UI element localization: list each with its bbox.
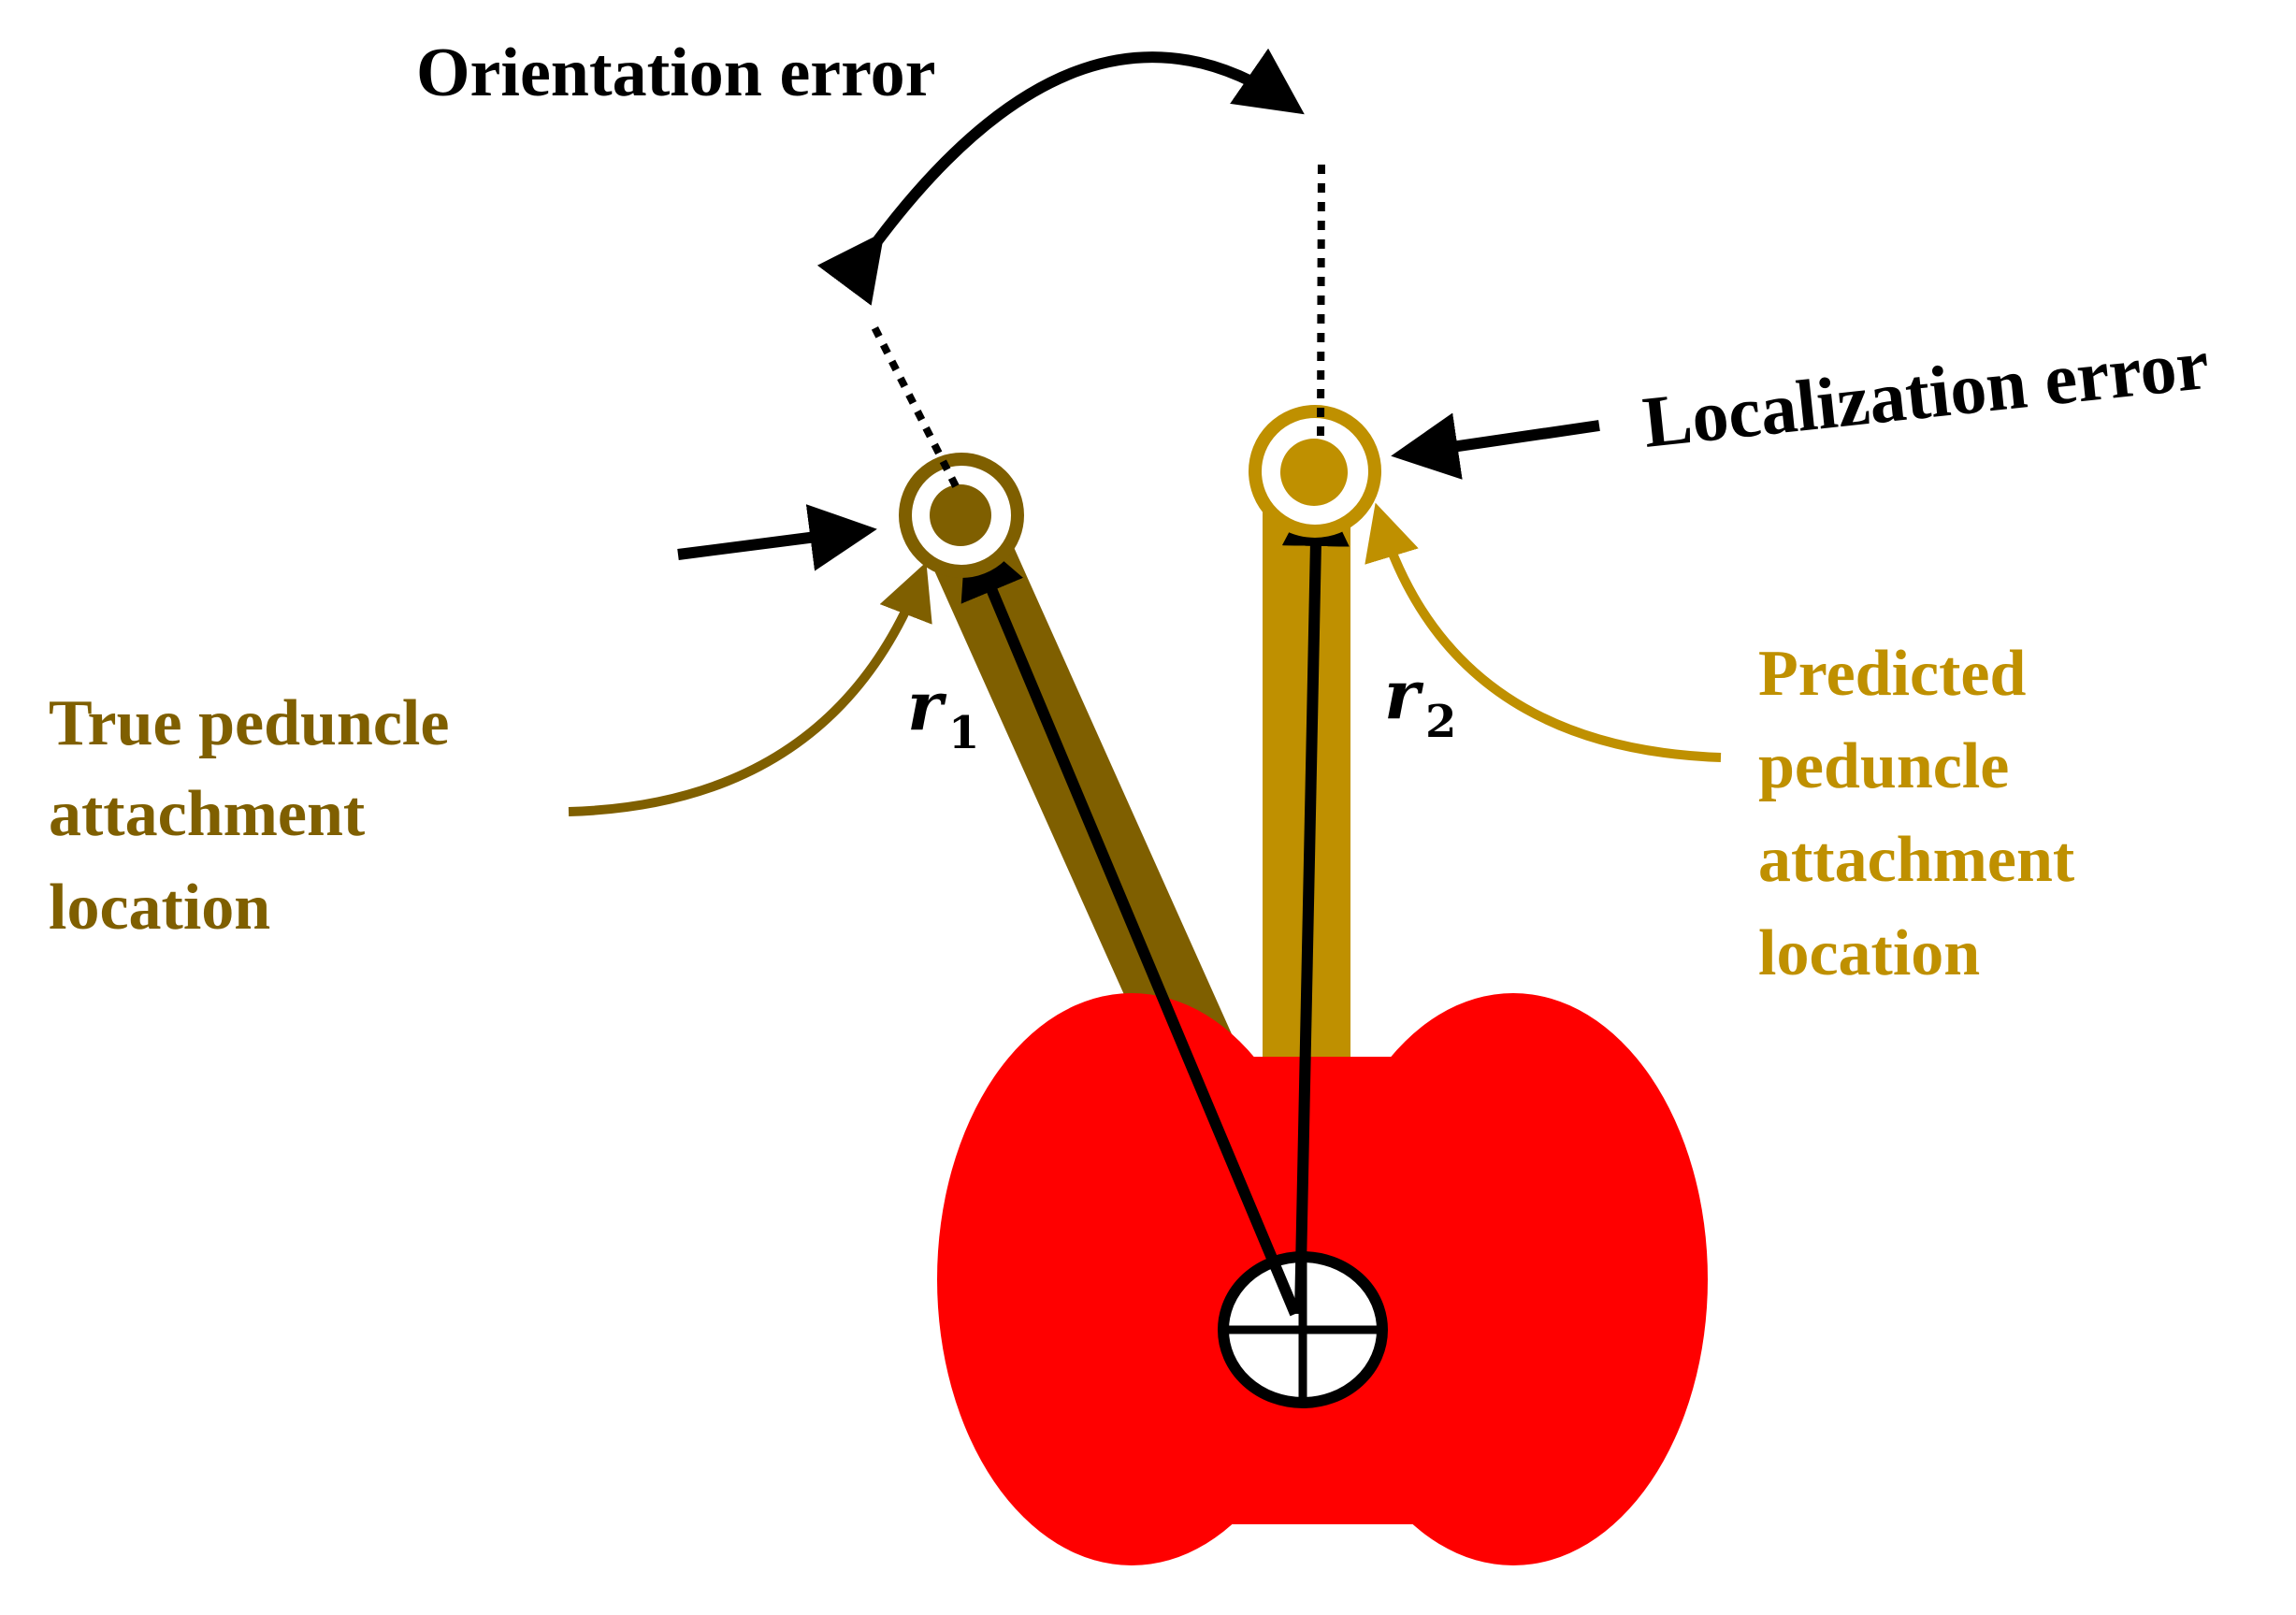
true-location-label-line-1: True peduncle [49, 687, 449, 759]
predicted-attachment-point [1249, 405, 1381, 538]
true-location-label-line-3: location [49, 872, 270, 944]
r2-vector-arrow [1281, 479, 1350, 1315]
localization-error-label: Localization error [1639, 323, 2213, 463]
r1-base: r [907, 666, 947, 745]
fruit [937, 993, 1708, 1565]
predicted-location-callout [1365, 502, 1722, 762]
predicted-location-label: Predicted peduncle attachment location [1758, 638, 2074, 989]
true-orientation-dotted-line [871, 325, 960, 488]
localization-error-arrow-right [1391, 412, 1600, 480]
true-location-label-line-2: attachment [49, 778, 365, 850]
predicted-location-label-line-2: peduncle [1758, 730, 2009, 802]
predicted-location-label-line-4: location [1758, 917, 1980, 989]
r2-subscript: 2 [1425, 696, 1456, 748]
predicted-location-label-line-1: Predicted [1758, 638, 2026, 710]
r2-base: r [1384, 655, 1424, 734]
orientation-error-arrow [816, 48, 1305, 306]
true-location-label: True peduncle attachment location [49, 687, 449, 944]
orientation-error-label: Orientation error [416, 35, 936, 111]
true-location-callout [568, 562, 932, 816]
r1-vector-arrow [960, 528, 1301, 1317]
localization-error-arrow-left [677, 504, 877, 571]
r1-subscript: 1 [948, 707, 979, 759]
true-attachment-point [899, 453, 1024, 578]
predicted-location-label-line-3: attachment [1758, 824, 2074, 896]
